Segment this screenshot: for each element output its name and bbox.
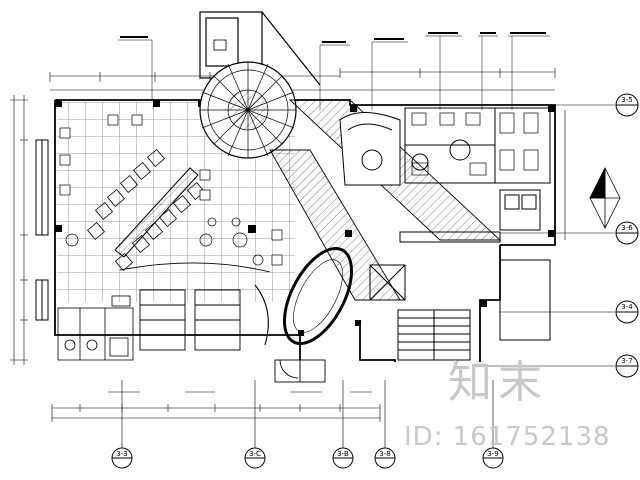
- section-label-bottom-1: 3-3: [116, 450, 127, 458]
- restroom-block: [57, 295, 134, 361]
- section-marker-right-1: [615, 93, 639, 117]
- section-label-right-1: 3-5: [621, 96, 632, 104]
- section-label-bottom-5: 3-9: [487, 450, 498, 458]
- banquet-table: [86, 148, 206, 272]
- section-marker-right-4: [615, 354, 639, 378]
- section-marker-right-3: [615, 300, 639, 324]
- bottom-dimension-lines: [51, 380, 494, 448]
- booth-seating: [119, 262, 271, 351]
- top-dimension-lines: [49, 68, 556, 91]
- round-tables: [65, 217, 264, 266]
- section-label-bottom-2: 3-C: [249, 450, 261, 458]
- section-marker-bottom-4: [374, 447, 396, 469]
- section-label-right-4: 3-7: [621, 357, 632, 365]
- section-marker-bottom-1: [111, 447, 133, 469]
- section-label-bottom-3: 3-B: [337, 450, 349, 458]
- left-window-bays: [35, 139, 49, 321]
- section-marker-bottom-3: [332, 447, 354, 469]
- section-marker-bottom-2: [244, 447, 266, 469]
- section-marker-bottom-5: [482, 447, 504, 469]
- service-core: [369, 231, 551, 361]
- section-label-bottom-4: 3-8: [379, 450, 390, 458]
- left-dimension-lines: [10, 95, 28, 365]
- entrance: [274, 359, 326, 383]
- right-leader-lines: [480, 104, 615, 367]
- right-room-furniture: [411, 112, 539, 176]
- right-rooms: [339, 107, 551, 231]
- section-label-right-3: 3-4: [621, 303, 633, 311]
- watermark-logo: 知末: [448, 357, 548, 408]
- section-marker-right-2: [615, 221, 639, 245]
- top-callout-leaders: [118, 35, 550, 110]
- oval-feature: [282, 246, 354, 346]
- callout-text-placeholders: [120, 32, 546, 43]
- section-label-right-2: 3-6: [621, 224, 633, 232]
- spiral-stair: [199, 61, 297, 159]
- watermark-id: ID: 161752138: [404, 422, 611, 452]
- lounge-chairs: [59, 114, 283, 266]
- north-arrow: [589, 167, 621, 229]
